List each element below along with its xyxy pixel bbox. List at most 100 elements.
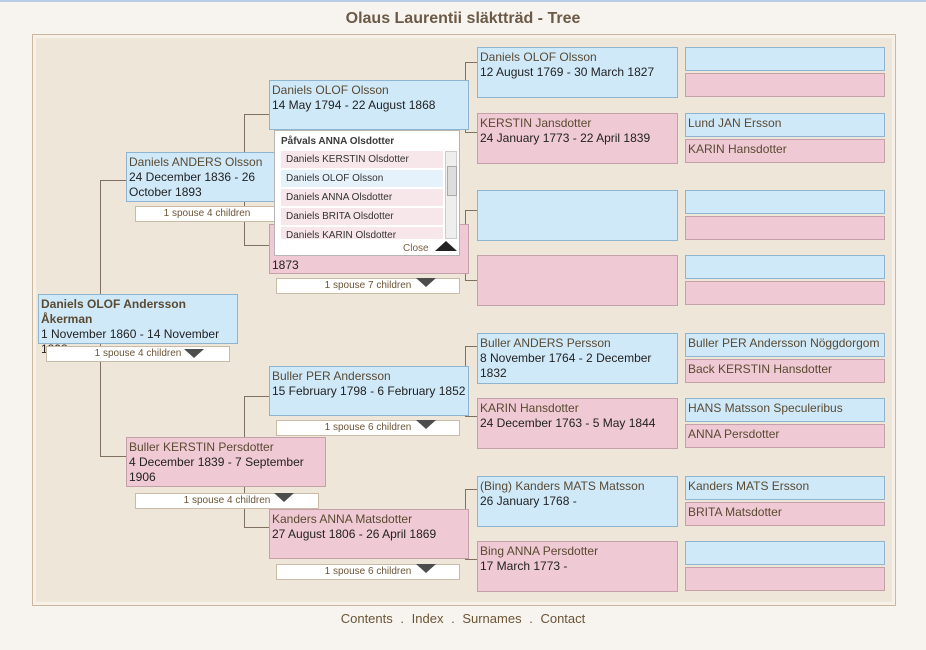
person-name[interactable]: Daniels OLOF Olsson [480, 50, 597, 64]
popup-child-item[interactable]: Daniels BRITA Olsdotter [281, 208, 443, 225]
connector [465, 62, 478, 63]
footer-nav: Contents . Index . Surnames . Contact [0, 611, 926, 626]
person-card-empty [685, 255, 885, 279]
connector [465, 416, 478, 417]
expand-arrow-icon[interactable] [274, 493, 294, 502]
person-dates: 24 December 1836 - 26 October 1893 [129, 170, 256, 199]
spouse-children-toggle[interactable]: 1 spouse 7 children [276, 278, 460, 294]
connector [244, 396, 270, 397]
person-card-g4[interactable]: BRITA Matsdotter [685, 502, 885, 526]
person-name[interactable]: KARIN Hansdotter [480, 401, 579, 415]
connector [100, 456, 127, 457]
person-name[interactable]: Buller PER Andersson Nöggdorgom [688, 336, 880, 350]
person-card-empty [685, 190, 885, 214]
person-card-g4[interactable]: KARIN Hansdotter [685, 139, 885, 163]
person-name[interactable]: Buller ANDERS Persson [480, 336, 611, 350]
person-name[interactable]: Daniels OLOF Andersson Åkerman [41, 297, 186, 326]
person-name[interactable]: Buller KERSTIN Persdotter [129, 440, 274, 454]
person-dates: 27 August 1806 - 26 April 1869 [272, 527, 437, 541]
person-name[interactable]: Bing ANNA Persdotter [480, 544, 599, 558]
children-popup: Påfvals ANNA Olsdotter Daniels KERSTIN O… [274, 130, 460, 256]
connector [465, 132, 478, 133]
footer-link-surnames[interactable]: Surnames [462, 611, 522, 626]
connector [244, 114, 270, 115]
footer-separator: . [529, 611, 533, 626]
person-name[interactable]: Kanders ANNA Matsdotter [272, 512, 413, 526]
person-dates: 24 December 1763 - 5 May 1844 [480, 416, 656, 430]
person-name[interactable]: Kanders MATS Ersson [688, 479, 810, 493]
person-card-maternal-grandmother[interactable]: Kanders ANNA Matsdotter 27 August 1806 -… [269, 509, 469, 559]
footer-separator: . [400, 611, 405, 626]
person-card-empty [685, 567, 885, 591]
person-card-empty [685, 541, 885, 565]
person-card-mother[interactable]: Buller KERSTIN Persdotter 4 December 183… [126, 437, 326, 487]
spouse-children-toggle[interactable]: 1 spouse 4 children [135, 206, 279, 222]
person-dates: 24 January 1773 - 22 April 1839 [480, 131, 651, 145]
connector [465, 489, 478, 490]
spouse-children-toggle[interactable]: 1 spouse 4 children [135, 493, 319, 509]
person-dates: 12 August 1769 - 30 March 1827 [480, 65, 655, 79]
person-card-empty [477, 190, 678, 241]
footer-link-contents[interactable]: Contents [340, 611, 393, 626]
person-card-g3[interactable]: Bing ANNA Persdotter 17 March 1773 - [477, 541, 678, 592]
popup-child-item[interactable]: Daniels KERSTIN Olsdotter [281, 151, 443, 168]
person-card-maternal-grandfather[interactable]: Buller PER Andersson 15 February 1798 - … [269, 366, 469, 416]
person-dates: 14 May 1794 - 22 August 1868 [272, 98, 436, 112]
connector [244, 527, 270, 528]
person-name[interactable]: Back KERSTIN Hansdotter [688, 362, 833, 376]
person-card-empty [477, 255, 678, 306]
person-name[interactable]: Lund JAN Ersson [688, 116, 782, 130]
person-card-g4[interactable]: Kanders MATS Ersson [685, 476, 885, 500]
expand-arrow-icon[interactable] [184, 349, 204, 358]
connector [244, 245, 270, 246]
person-card-g4[interactable]: Buller PER Andersson Nöggdorgom [685, 333, 885, 357]
person-card-g3[interactable]: KARIN Hansdotter 24 December 1763 - 5 Ma… [477, 398, 678, 449]
person-dates: 8 November 1764 - 2 December 1832 [480, 351, 652, 380]
person-card-g3[interactable]: Daniels OLOF Olsson 12 August 1769 - 30 … [477, 47, 678, 98]
person-name[interactable]: ANNA Persdotter [688, 427, 780, 441]
person-card-g4[interactable]: Back KERSTIN Hansdotter [685, 359, 885, 383]
person-card-g4[interactable]: Lund JAN Ersson [685, 113, 885, 137]
popup-child-item[interactable]: Daniels OLOF Olsson [281, 170, 443, 187]
person-name[interactable]: Daniels ANDERS Olsson [129, 155, 263, 169]
person-card-paternal-grandfather[interactable]: Daniels OLOF Olsson 14 May 1794 - 22 Aug… [269, 80, 469, 130]
person-dates: 15 February 1798 - 6 February 1852 [272, 384, 466, 398]
spouse-children-toggle[interactable]: 1 spouse 6 children [276, 564, 460, 580]
expand-arrow-icon[interactable] [416, 420, 436, 429]
person-name[interactable]: (Bing) Kanders MATS Matsson [480, 479, 645, 493]
footer-link-index[interactable]: Index [411, 611, 444, 626]
person-card-g4[interactable]: HANS Matsson Speculeribus [685, 398, 885, 422]
footer-link-contact[interactable]: Contact [540, 611, 586, 626]
expand-arrow-icon[interactable] [416, 564, 436, 573]
top-border [0, 0, 926, 2]
person-card-father[interactable]: Daniels ANDERS Olsson 24 December 1836 -… [126, 152, 276, 202]
popup-child-item[interactable]: Daniels ANNA Olsdotter [281, 189, 443, 206]
person-card-g3[interactable]: Buller ANDERS Persson 8 November 1764 - … [477, 333, 678, 384]
person-card-empty [685, 281, 885, 305]
expand-arrow-icon[interactable] [416, 278, 436, 287]
person-name[interactable]: Daniels OLOF Olsson [272, 83, 389, 97]
person-name[interactable]: KARIN Hansdotter [688, 142, 787, 156]
footer-separator: . [451, 611, 455, 626]
popup-scrollbar[interactable] [445, 151, 457, 239]
person-card-root[interactable]: Daniels OLOF Andersson Åkerman 1 Novembe… [38, 294, 238, 356]
person-card-g3[interactable]: KERSTIN Jansdotter 24 January 1773 - 22 … [477, 113, 678, 164]
person-name[interactable]: BRITA Matsdotter [688, 505, 782, 519]
person-name[interactable]: KERSTIN Jansdotter [480, 116, 592, 130]
popup-close-button[interactable]: Close [403, 243, 429, 254]
connector [100, 180, 127, 181]
person-card-g4[interactable]: ANNA Persdotter [685, 424, 885, 448]
person-dates: 26 January 1768 - [480, 494, 577, 508]
person-dates: 4 December 1839 - 7 September 1906 [129, 455, 304, 484]
connector [465, 280, 478, 281]
popup-child-item[interactable]: Daniels KARIN Olsdotter [281, 227, 443, 241]
person-card-g3[interactable]: (Bing) Kanders MATS Matsson 26 January 1… [477, 476, 678, 527]
scrollbar-thumb[interactable] [447, 166, 457, 196]
person-name[interactable]: Buller PER Andersson [272, 369, 391, 383]
connector [465, 210, 478, 211]
spouse-children-toggle[interactable]: 1 spouse 6 children [276, 420, 460, 436]
popup-header[interactable]: Påfvals ANNA Olsdotter [281, 136, 395, 147]
person-card-empty [685, 47, 885, 71]
person-name[interactable]: HANS Matsson Speculeribus [688, 401, 843, 415]
collapse-arrow-icon[interactable] [435, 241, 457, 251]
